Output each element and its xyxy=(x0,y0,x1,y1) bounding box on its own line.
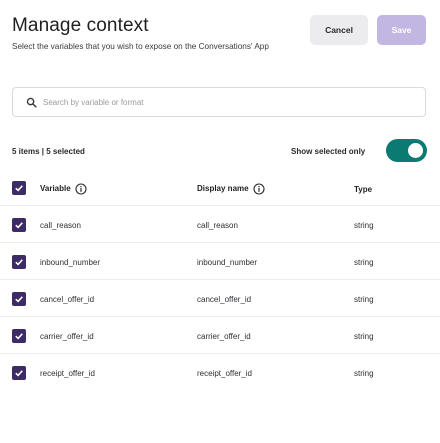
check-icon xyxy=(15,222,23,229)
page-subtitle: Select the variables that you wish to ex… xyxy=(12,42,269,51)
check-icon xyxy=(15,185,23,192)
row-checkbox[interactable] xyxy=(12,218,26,232)
row-checkbox[interactable] xyxy=(12,292,26,306)
display-name-cell: cancel_offer_id xyxy=(197,295,252,304)
table-row[interactable]: inbound_number inbound_number string xyxy=(0,244,440,280)
display-name-cell: call_reason xyxy=(197,221,238,230)
display-name-cell: inbound_number xyxy=(197,258,258,267)
variable-cell: receipt_offer_id xyxy=(40,369,95,378)
selection-count: 5 items | 5 selected xyxy=(12,147,85,156)
row-checkbox[interactable] xyxy=(12,329,26,343)
select-all-checkbox[interactable] xyxy=(12,181,26,195)
check-icon xyxy=(15,370,23,377)
table-row[interactable]: cancel_offer_id cancel_offer_id string xyxy=(0,281,440,317)
column-header-variable[interactable]: Variable xyxy=(40,183,87,195)
cancel-button[interactable]: Cancel xyxy=(310,15,368,45)
check-icon xyxy=(15,296,23,303)
column-header-display-name-label: Display name xyxy=(197,184,249,194)
info-icon[interactable] xyxy=(253,183,265,195)
toggle-knob xyxy=(408,143,423,158)
show-selected-toggle[interactable] xyxy=(386,139,427,162)
column-header-type: Type xyxy=(354,185,373,194)
type-cell: string xyxy=(354,369,374,378)
type-cell: string xyxy=(354,258,374,267)
check-icon xyxy=(15,259,23,266)
table-row[interactable]: receipt_offer_id receipt_offer_id string xyxy=(0,355,440,391)
search-box xyxy=(12,87,426,117)
variable-cell: cancel_offer_id xyxy=(40,295,95,304)
display-name-cell: carrier_offer_id xyxy=(197,332,251,341)
variable-cell: carrier_offer_id xyxy=(40,332,94,341)
row-checkbox[interactable] xyxy=(12,366,26,380)
variable-cell: inbound_number xyxy=(40,258,101,267)
search-icon xyxy=(26,97,37,108)
table-row[interactable]: carrier_offer_id carrier_offer_id string xyxy=(0,318,440,354)
check-icon xyxy=(15,333,23,340)
table-row[interactable]: call_reason call_reason string xyxy=(0,207,440,243)
type-cell: string xyxy=(354,295,374,304)
show-selected-label: Show selected only xyxy=(291,147,366,156)
type-cell: string xyxy=(354,332,374,341)
column-header-display-name[interactable]: Display name xyxy=(197,183,265,195)
info-icon[interactable] xyxy=(75,183,87,195)
table-header-row: Variable Display name Type xyxy=(0,170,440,206)
row-checkbox[interactable] xyxy=(12,255,26,269)
variable-cell: call_reason xyxy=(40,221,81,230)
display-name-cell: receipt_offer_id xyxy=(197,369,252,378)
search-input[interactable] xyxy=(43,97,403,107)
save-button[interactable]: Save xyxy=(377,15,426,45)
column-header-variable-label: Variable xyxy=(40,184,71,194)
type-cell: string xyxy=(354,221,374,230)
page-title: Manage context xyxy=(12,15,149,36)
